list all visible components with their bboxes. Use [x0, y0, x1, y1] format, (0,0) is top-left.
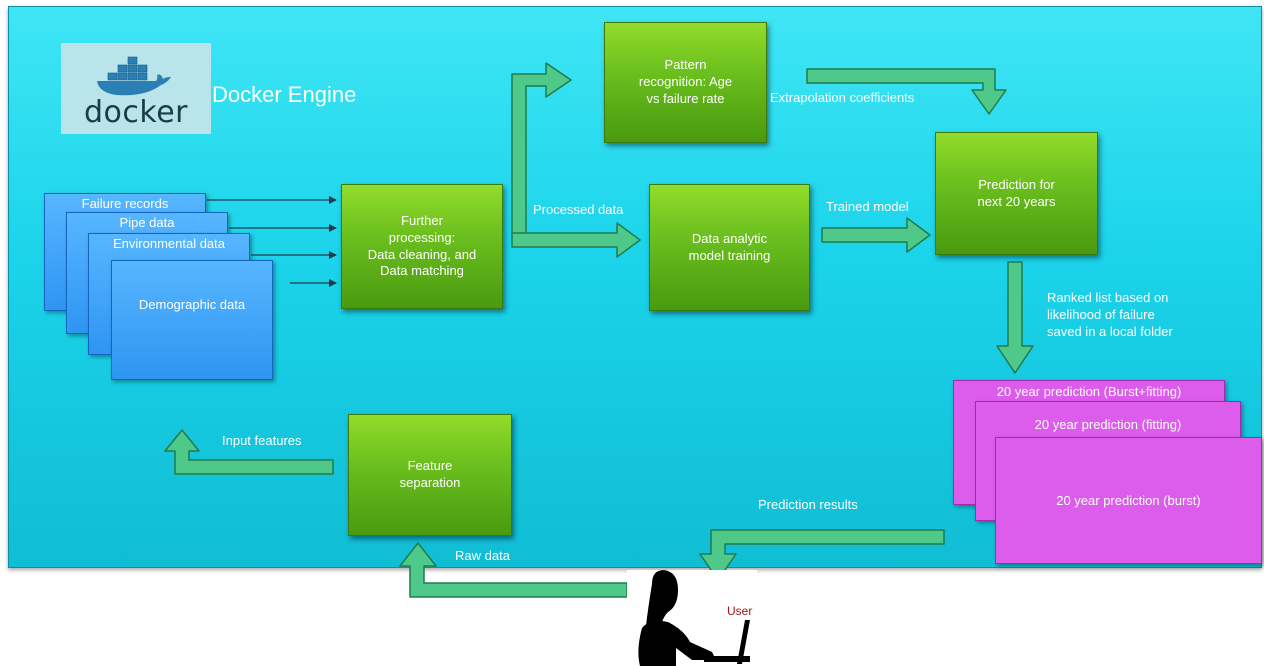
further-processing-box: Further processing: Data cleaning, and D… — [341, 184, 503, 309]
input-card-label: Environmental data — [112, 236, 225, 251]
ranked-list-label: Ranked list based on likelihood of failu… — [1047, 290, 1173, 339]
input-features-label: Input features — [222, 433, 302, 448]
prediction-box: Prediction for next 20 years — [935, 132, 1098, 255]
input-card-label: Pipe data — [119, 215, 175, 230]
output-card-label: 20 year prediction (Burst+fitting) — [996, 384, 1182, 399]
output-card-burst: 20 year prediction (burst) — [995, 437, 1262, 564]
input-card-demographic-data: Demographic data — [111, 260, 273, 380]
output-card-label: 20 year prediction (fitting) — [1034, 417, 1182, 432]
processed-data-label: Processed data — [533, 202, 624, 217]
pattern-recognition-box: Pattern recognition: Age vs failure rate — [604, 22, 767, 143]
model-training-box: Data analytic model training — [649, 184, 810, 311]
docker-logo: docker — [61, 43, 211, 134]
arrow-processed-to-pattern — [511, 62, 572, 236]
output-card-label: 20 year prediction (burst) — [1056, 493, 1201, 508]
arrow-trained-to-prediction — [821, 217, 931, 253]
raw-data-label: Raw data — [455, 548, 510, 563]
engine-title: Docker Engine — [212, 82, 357, 107]
input-card-label: Failure records — [81, 196, 169, 211]
arrow-results-to-user — [699, 529, 945, 581]
input-card-label: Demographic data — [138, 297, 246, 312]
arrow-extrapolation-to-prediction — [806, 68, 1007, 115]
arrow-raw-data-to-separation — [399, 542, 628, 598]
extrapolation-label: Extrapolation coefficients — [770, 90, 915, 105]
docker-logo-text: docker — [84, 95, 188, 130]
arrow-prediction-to-outputs — [996, 261, 1034, 374]
feature-separation-box: Feature separation — [348, 414, 512, 536]
user-label: User — [727, 604, 753, 618]
prediction-results-label: Prediction results — [758, 497, 858, 512]
arrow-processed-to-training — [511, 222, 641, 258]
docker-whale-icon — [97, 56, 171, 96]
trained-model-label: Trained model — [826, 199, 909, 214]
arrow-features-to-inputs — [164, 429, 334, 475]
